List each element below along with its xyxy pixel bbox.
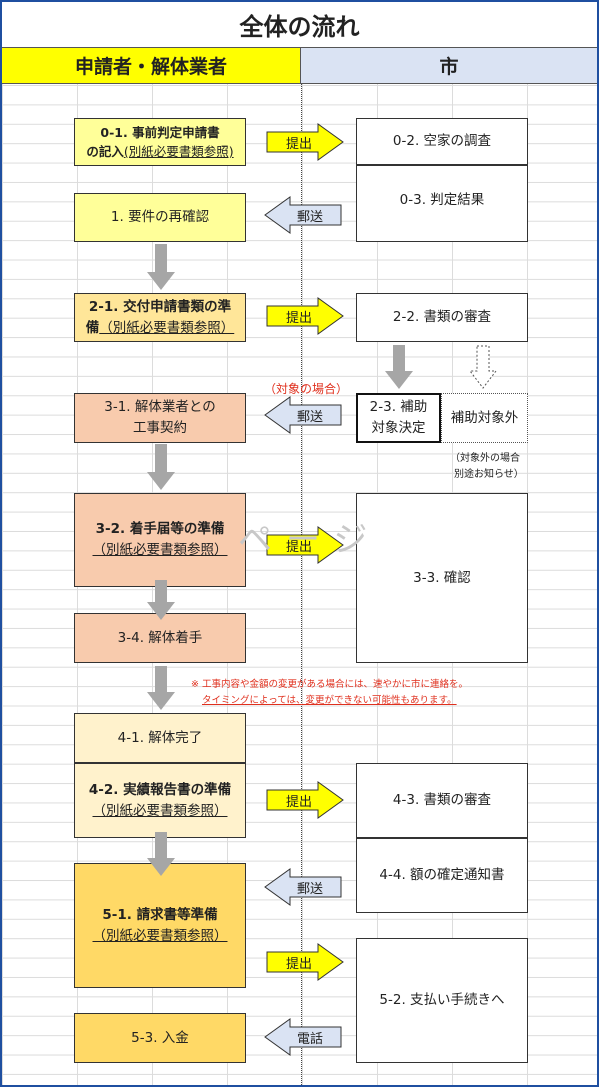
submit-arrow-4: 提出	[266, 781, 344, 819]
down-arrow-icon	[147, 244, 175, 290]
step-2-3-box: 2-3. 補助 対象決定	[356, 393, 441, 443]
step-4-3-label: 4-3. 書類の審査	[392, 792, 492, 809]
mail-label-2: 郵送	[296, 409, 323, 425]
note-target-case: （対象の場合）	[264, 382, 349, 396]
step-4-2-label: 4-2. 実績報告書の準備	[88, 781, 232, 798]
step-5-1-box: 5-1. 請求書等準備 （別紙必要書類参照）	[74, 863, 246, 988]
step-0-1-box: 0-1. 事前判定申請書 の記入(別紙必要書類参照)	[74, 118, 246, 166]
step-3-1-line1: 3-1. 解体業者との	[104, 399, 216, 416]
submit-label-5: 提出	[285, 956, 312, 972]
down-arrow-icon	[147, 444, 175, 490]
step-4-1-box: 4-1. 解体完了	[74, 713, 246, 763]
column-header-city: 市	[301, 48, 597, 84]
step-1-label: 1. 要件の再確認	[110, 209, 210, 226]
mail-label-0: 郵送	[296, 209, 323, 225]
step-2-1-box: 2-1. 交付申請書類の準 備（別紙必要書類参照）	[74, 293, 246, 342]
step-2-1-line2: 備（別紙必要書類参照）	[85, 319, 235, 336]
page-title: 全体の流れ	[2, 2, 597, 48]
down-arrow-icon	[147, 832, 175, 876]
step-3-4-label: 3-4. 解体着手	[117, 629, 203, 646]
arrow-right-icon	[266, 526, 344, 564]
step-1-box: 1. 要件の再確認	[74, 193, 246, 242]
step-4-4-label: 4-4. 額の確定通知書	[379, 867, 505, 883]
step-2-1-line1: 2-1. 交付申請書類の準	[88, 298, 232, 315]
step-2-3-line1: 2-3. 補助	[369, 399, 428, 416]
step-0-1-line1: 0-1. 事前判定申請書	[100, 124, 220, 140]
mail-arrow-2: 郵送	[264, 396, 342, 434]
submit-arrow-0: 提出	[266, 123, 344, 161]
step-5-1-label: 5-1. 請求書等準備	[102, 906, 218, 923]
down-arrow-icon	[147, 666, 175, 710]
step-4-2-box: 4-2. 実績報告書の準備 （別紙必要書類参照）	[74, 763, 246, 838]
step-5-2-label: 5-2. 支払い手続きへ	[379, 992, 505, 1009]
step-5-3-box: 5-3. 入金	[74, 1013, 246, 1063]
column-header-applicant: 申請者・解体業者	[2, 48, 301, 84]
step-2-2-box: 2-2. 書類の審査	[356, 293, 528, 342]
step-2-2-label: 2-2. 書類の審査	[392, 309, 492, 326]
mail-arrow-0: 郵送	[264, 196, 342, 234]
step-3-4-box: 3-4. 解体着手	[74, 613, 246, 663]
step-3-2-label: 3-2. 着手届等の準備	[95, 521, 225, 538]
column-divider	[301, 84, 302, 1085]
submit-arrow-2: 提出	[266, 297, 344, 335]
step-2-3-excluded-label: 補助対象外	[450, 409, 519, 426]
step-0-3-label: 0-3. 判定結果	[399, 192, 485, 208]
step-0-3-box: 0-3. 判定結果	[356, 165, 528, 242]
submit-label-4: 提出	[285, 794, 312, 810]
step-3-2-ref: （別紙必要書類参照）	[92, 542, 228, 558]
arrow-right-icon	[266, 297, 344, 335]
submit-label-3: 提出	[285, 539, 312, 555]
note-change-line2: タイミングによっては、変更ができない可能性もあります。	[202, 695, 457, 706]
phone-label: 電話	[296, 1031, 323, 1047]
step-4-2-ref: （別紙必要書類参照）	[92, 802, 228, 819]
step-3-3-box: 3-3. 確認	[356, 493, 528, 663]
step-2-3-excluded-box: 補助対象外	[441, 393, 528, 443]
step-0-1-line2: の記入(別紙必要書類参照)	[86, 144, 234, 159]
phone-arrow: 電話	[264, 1018, 342, 1056]
submit-arrow-5: 提出	[266, 943, 344, 981]
mail-arrow-4: 郵送	[264, 868, 342, 906]
step-5-3-label: 5-3. 入金	[131, 1029, 189, 1046]
step-3-3-label: 3-3. 確認	[413, 569, 471, 586]
arrow-right-icon	[266, 781, 344, 819]
down-arrow-icon	[385, 345, 413, 389]
note-nontarget-line2: 別途お知らせ）	[454, 469, 524, 480]
submit-label-0: 提出	[285, 136, 312, 152]
step-2-3-line2: 対象決定	[371, 420, 426, 436]
step-0-2-box: 0-2. 空家の調査	[356, 118, 528, 165]
step-4-4-box: 4-4. 額の確定通知書	[356, 838, 528, 913]
submit-arrow-3: 提出	[266, 526, 344, 564]
mail-label-4: 郵送	[296, 881, 323, 897]
step-3-1-box: 3-1. 解体業者との 工事契約	[74, 393, 246, 443]
step-4-1-label: 4-1. 解体完了	[117, 729, 203, 746]
watermark-text: ページ	[238, 520, 382, 560]
step-5-2-box: 5-2. 支払い手続きへ	[356, 938, 528, 1063]
submit-label-2: 提出	[285, 310, 312, 326]
arrow-left-icon	[264, 396, 342, 434]
arrow-left-icon	[264, 196, 342, 234]
arrow-right-icon	[266, 943, 344, 981]
step-3-1-line2: 工事契約	[133, 420, 187, 436]
arrow-right-icon	[266, 123, 344, 161]
step-5-1-ref: （別紙必要書類参照）	[92, 927, 228, 944]
step-3-2-box: 3-2. 着手届等の準備 （別紙必要書類参照）	[74, 493, 246, 587]
arrow-left-icon	[264, 868, 342, 906]
down-arrow-outline-icon	[469, 345, 497, 389]
note-nontarget-line1: （対象外の場合	[450, 453, 520, 464]
arrow-left-icon	[264, 1018, 342, 1056]
down-arrow-icon	[147, 580, 175, 620]
note-change-line1: ※ 工事内容や金額の変更がある場合には、速やかに市に連絡を。	[191, 679, 468, 690]
step-0-2-label: 0-2. 空家の調査	[392, 133, 492, 150]
step-4-3-box: 4-3. 書類の審査	[356, 763, 528, 838]
